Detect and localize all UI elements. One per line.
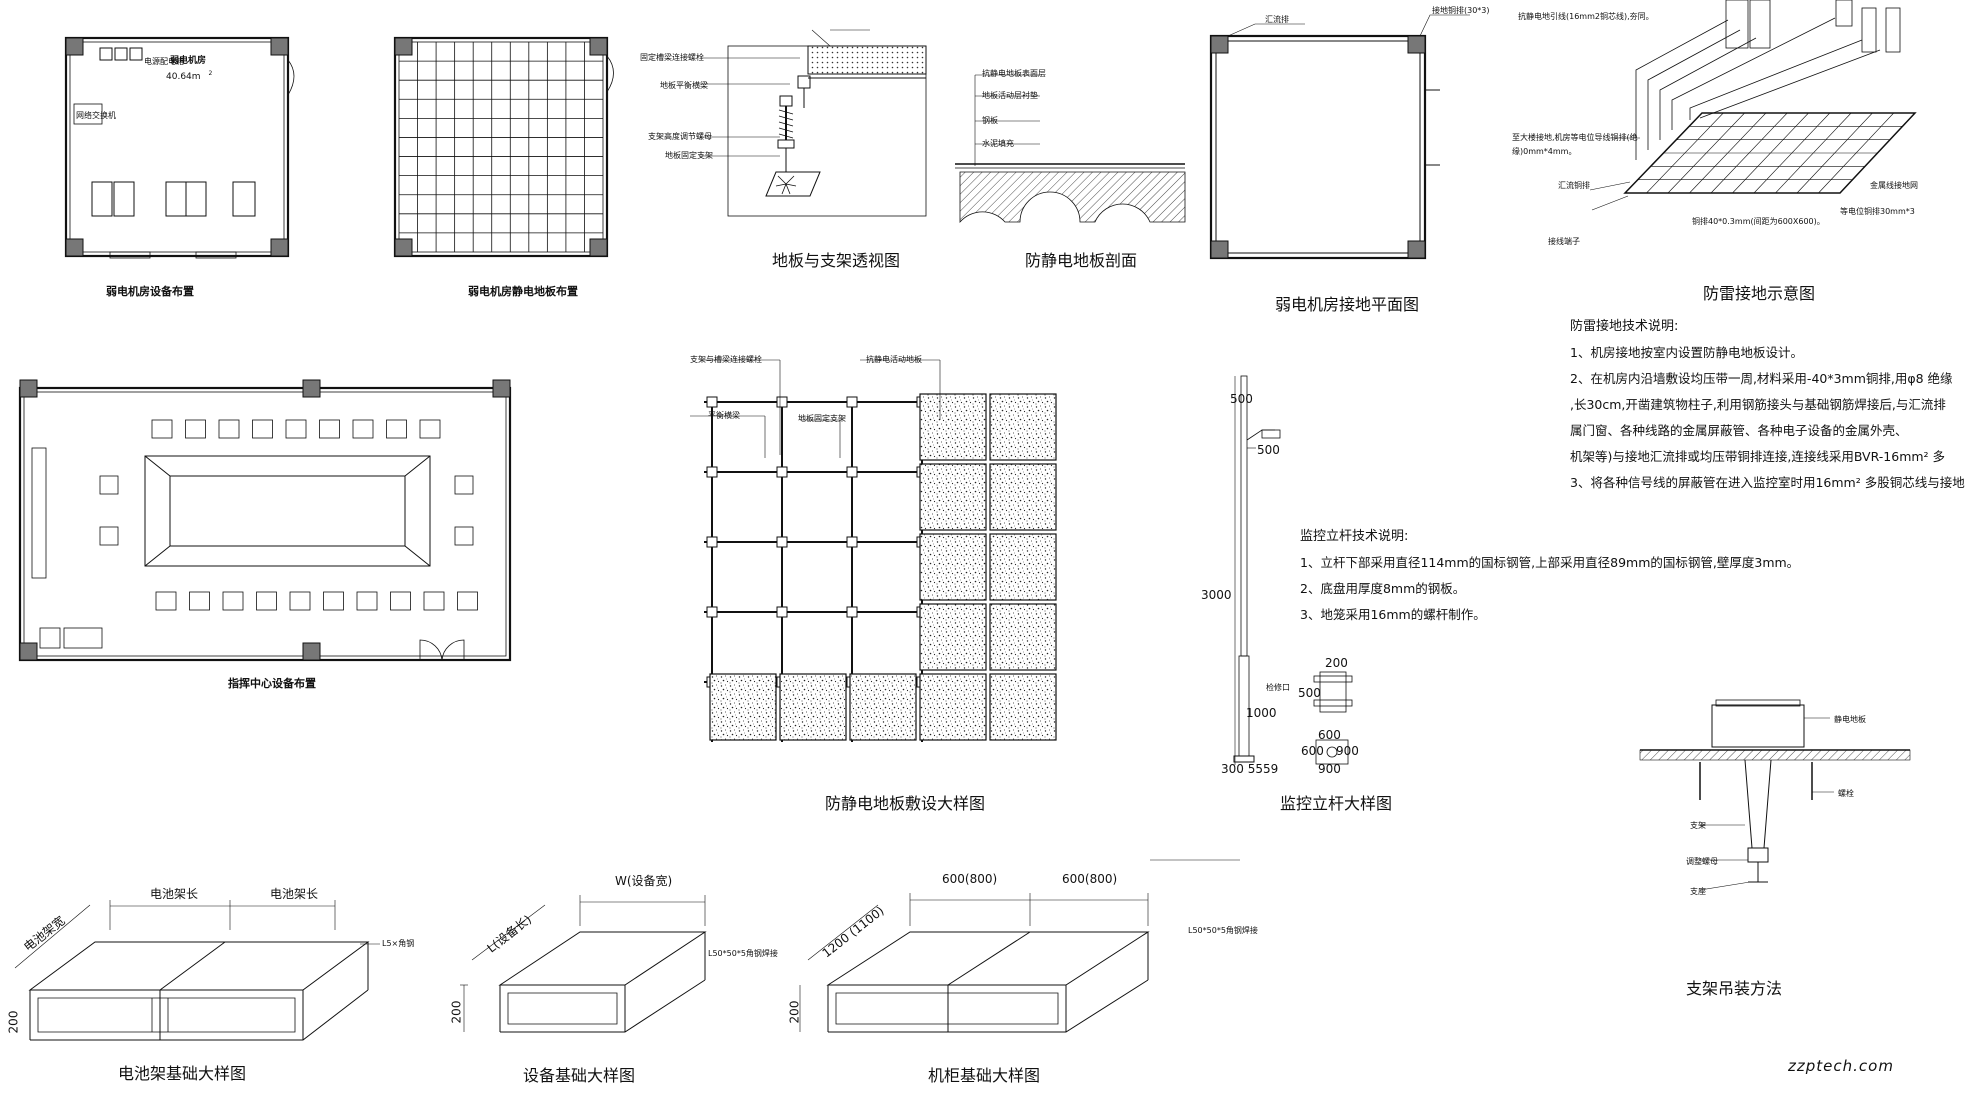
- bracket-label-5: 支座: [1690, 887, 1706, 896]
- command-center-plan: [18, 379, 512, 662]
- battery-dim-len2: 电池架长: [270, 887, 319, 901]
- section-label-1: 抗静电地板表面层: [982, 69, 1046, 78]
- pole-dim-height: 3000: [1201, 588, 1232, 602]
- caption-room-ground-plan: 弱电机房接地平面图: [1275, 295, 1420, 314]
- lightning-busbar: 汇流铜排: [1558, 181, 1590, 190]
- cage-dim-h: 500: [1298, 686, 1321, 700]
- pole-notes: 监控立杆技术说明: 1、立杆下部采用直径114mm的国标钢管,上部采用直径89m…: [1300, 526, 1799, 626]
- watermark: zzptech.com: [1788, 1057, 1894, 1075]
- caption-battery-base: 电池架基础大样图: [118, 1064, 247, 1083]
- support-label-2: 地板平衡横梁: [660, 81, 708, 90]
- plate-dim-c: 900: [1336, 744, 1359, 758]
- monitoring-pole: [1233, 375, 1353, 765]
- room-floor-grid: [393, 36, 614, 258]
- caption-bracket-method: 支架吊装方法: [1686, 979, 1783, 998]
- lightning-copper-mesh: 金属线接地网: [1870, 181, 1918, 190]
- floor-support-perspective: [700, 29, 927, 217]
- equip-dim-w: W(设备宽): [615, 874, 673, 888]
- caption-antistatic-section: 防静电地板剖面: [1025, 251, 1138, 270]
- support-label-4: 地板固定支架: [665, 151, 713, 160]
- floor-detail-label-4: 地板固定支架: [798, 414, 846, 423]
- room-name: 弱电机房: [170, 56, 207, 66]
- cab-note: L50*50*5角钢焊接: [1188, 926, 1258, 935]
- battery-note: L5×角钢: [382, 939, 415, 948]
- ground-copper: 接地铜排(30*3): [1432, 6, 1490, 15]
- pole-note-line: 2、底盘用厚度8mm的钢板。: [1300, 581, 1466, 596]
- room-door-label: 电源配电箱: [144, 57, 184, 66]
- equip-dim-h: 200: [449, 1000, 464, 1024]
- floor-laying-detail: [690, 359, 1057, 742]
- pole-dim-lower: 1000: [1246, 706, 1277, 720]
- room-equipment-plan: [64, 36, 295, 259]
- battery-dim-len1: 电池架长: [150, 887, 199, 901]
- caption-lightning-ground: 防雷接地示意图: [1703, 284, 1816, 303]
- lightning-notes: 防雷接地技术说明: 1、机房接地按室内设置防静电地板设计。 2、在机房内沿墙敷设…: [1570, 316, 1965, 494]
- cabinet-base: [799, 859, 1240, 1033]
- battery-base: [14, 900, 380, 1041]
- caption-room-floor: 弱电机房静电地板布置: [468, 285, 578, 298]
- bracket-mounting: [1639, 699, 1911, 891]
- bracket-label-2: 螺栓: [1838, 789, 1854, 798]
- section-label-3: 钢板: [982, 116, 998, 125]
- bracket-label-3: 支架: [1690, 821, 1706, 830]
- pole-dim-top: 500: [1230, 392, 1253, 406]
- lightning-ground-diagram: [1589, 0, 1917, 211]
- lightning-note-line: 机架等)与接地汇流排或均压带铜排连接,连接线采用BVR-16mm² 多: [1570, 449, 1946, 464]
- caption-command-center: 指挥中心设备布置: [228, 677, 316, 690]
- bracket-label-1: 静电地板: [1834, 715, 1866, 724]
- lightning-strip: 铜排40*0.3mm(间距为600X600)。: [1692, 217, 1825, 226]
- plate-dim-b: 600: [1301, 744, 1324, 758]
- section-label-4: 水泥填充: [982, 139, 1014, 148]
- floor-detail-label-2: 抗静电活动地板: [866, 355, 922, 364]
- cab-dim-w2: 600(800): [1062, 872, 1118, 886]
- lightning-lead: 抗静电地引线(16mm2铜芯线),夯同。: [1518, 12, 1654, 21]
- battery-dim-h: 200: [6, 1010, 21, 1034]
- lightning-notes-head: 防雷接地技术说明:: [1570, 319, 1679, 334]
- caption-pole-detail: 监控立杆大样图: [1280, 794, 1393, 813]
- pole-dim-base: 300 5559: [1221, 762, 1279, 776]
- caption-floor-support: 地板与支架透视图: [772, 251, 901, 270]
- support-label-3: 支架高度调节螺母: [648, 132, 712, 141]
- pole-note-line: 3、地笼采用16mm的螺杆制作。: [1300, 607, 1486, 622]
- pole-notes-head: 监控立杆技术说明:: [1300, 529, 1409, 544]
- caption-room-equipment: 弱电机房设备布置: [106, 285, 194, 298]
- floor-detail-label-1: 支架与槽梁连接螺栓: [690, 355, 762, 364]
- cage-dim-w: 200: [1325, 656, 1348, 670]
- lightning-note-line: 属门窗、各种线路的金属屏蔽管、各种电子设备的金属外壳、: [1570, 423, 1908, 438]
- equipment-base: [460, 895, 707, 1033]
- pole-note-line: 1、立杆下部采用直径114mm的国标钢管,上部采用直径89mm的国标钢管,壁厚度…: [1300, 555, 1800, 570]
- equip-note: L50*50*5角钢焊接: [708, 949, 778, 958]
- caption-equipment-base: 设备基础大样图: [523, 1066, 636, 1085]
- lightning-bond: 等电位铜排30mm*3: [1840, 207, 1915, 216]
- cab-dim-h: 200: [787, 1000, 802, 1024]
- caption-floor-detail: 防静电地板敷设大样图: [825, 794, 986, 813]
- lightning-terminal: 接线端子: [1548, 237, 1580, 246]
- pole-dim-arm: 500: [1257, 443, 1280, 457]
- antistatic-section: [955, 74, 1186, 224]
- lightning-note-line: 3、将各种信号线的屏蔽管在进入监控室时用16mm² 多股铜芯线与接地: [1570, 475, 1965, 490]
- caption-cabinet-base: 机柜基础大样图: [928, 1066, 1041, 1085]
- lightning-spec: 缘)0mm*4mm。: [1512, 147, 1577, 156]
- section-label-2: 地板活动层衬垫: [982, 91, 1038, 100]
- lightning-to-ground: 至大楼接地,机房等电位导线铜排(绝: [1512, 133, 1638, 142]
- cad-drawing-sheet: [14, 0, 1917, 1041]
- cab-dim-w1: 600(800): [942, 872, 998, 886]
- plate-dim-a: 600: [1318, 728, 1341, 742]
- ground-busbar: 汇流排: [1265, 15, 1289, 24]
- lightning-note-line: 2、在机房内沿墙敷设均压带一周,材料采用-40*3mm铜排,用φ8 绝缘: [1570, 371, 1953, 386]
- lightning-note-line: ,长30cm,开凿建筑物柱子,利用钢筋接头与基础钢筋焊接后,与汇流排: [1570, 397, 1946, 412]
- plate-dim-d: 900: [1318, 762, 1341, 776]
- pole-hole: 检修口: [1266, 683, 1290, 692]
- bracket-label-4: 调整螺母: [1686, 857, 1718, 866]
- room-side-cabinet: 网络交换机: [76, 111, 116, 120]
- floor-detail-label-3: 平衡横梁: [708, 411, 740, 420]
- room-ground-plan: [1209, 14, 1470, 260]
- support-label-1: 固定槽梁连接螺栓: [640, 53, 704, 62]
- lightning-note-line: 1、机房接地按室内设置防静电地板设计。: [1570, 345, 1803, 360]
